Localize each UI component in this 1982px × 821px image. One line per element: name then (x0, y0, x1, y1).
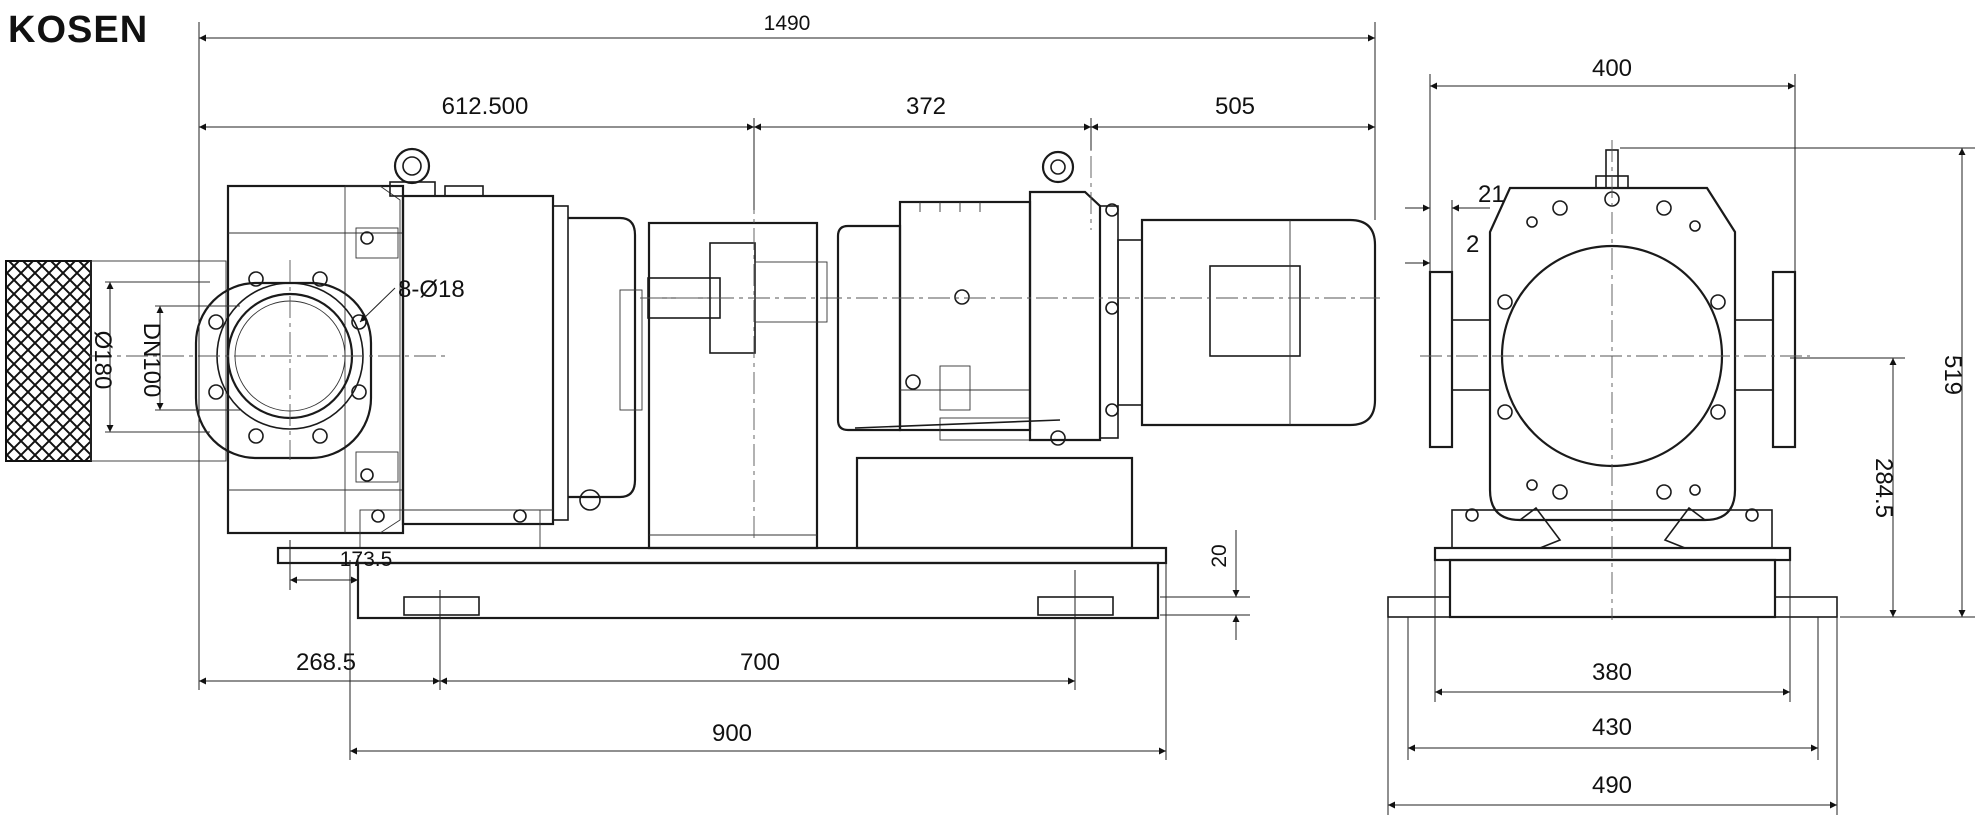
dim-flange-offset: 173.5 (340, 548, 393, 571)
dim-bolt-spacing: 700 (740, 649, 780, 676)
dim-pump-section: 612.500 (442, 93, 529, 120)
dim-flange-pcd: Ø180 (89, 331, 116, 390)
dim-base-width-inner: 430 (1592, 714, 1632, 741)
gear-reducer (898, 200, 1032, 432)
base-frame (356, 561, 1160, 620)
dim-base-offset: 268.5 (296, 649, 356, 676)
flange-bolts (208, 271, 367, 444)
base-plate (276, 546, 1168, 565)
reducer-flange (836, 224, 902, 432)
end-base-plate (1433, 546, 1792, 562)
end-casing (1488, 186, 1737, 522)
dim-coupling-section: 372 (906, 93, 946, 120)
inlet-hatch (5, 260, 92, 462)
dim-overall-length: 1490 (764, 12, 811, 35)
inlet-pipe (90, 260, 227, 462)
dim-port-height: 284.5 (1870, 458, 1897, 518)
motor-support (855, 456, 1134, 550)
end-base-frame (1448, 558, 1777, 619)
brand-logo: KOSEN (8, 9, 148, 51)
dim-motor-section: 505 (1215, 93, 1255, 120)
dim-base-length: 900 (712, 720, 752, 747)
dim-base-height: 20 (1208, 544, 1231, 567)
end-flange-left (1428, 270, 1454, 449)
dim-base-width-outer: 490 (1592, 772, 1632, 799)
dim-bolt-width: 380 (1592, 659, 1632, 686)
dim-flange-gap: 2 (1466, 231, 1479, 258)
end-bolts (1497, 191, 1726, 500)
pump-body (226, 184, 405, 535)
dim-flange-thickness: 21 (1478, 181, 1505, 208)
reducer-housing (1028, 190, 1102, 442)
lifting-eye-pump (389, 147, 484, 197)
gear-case (401, 194, 555, 526)
side-view: 1490 612.500 372 505 8-Ø18 Ø180 DN100 17… (5, 12, 1380, 760)
dim-overall-width: 400 (1592, 55, 1632, 82)
dim-overall-height: 519 (1939, 355, 1966, 395)
lifting-eye-motor (1041, 150, 1075, 184)
dim-nominal-size: DN100 (138, 323, 165, 398)
coupling-guard (647, 221, 819, 550)
electric-motor (1140, 218, 1377, 427)
end-view: 400 21 2 519 284.5 380 430 490 (1387, 55, 1975, 815)
terminal-box (1209, 265, 1301, 357)
dim-flange-holes: 8-Ø18 (398, 276, 465, 303)
bearing-cover (568, 216, 637, 499)
end-flange-right (1771, 270, 1797, 449)
